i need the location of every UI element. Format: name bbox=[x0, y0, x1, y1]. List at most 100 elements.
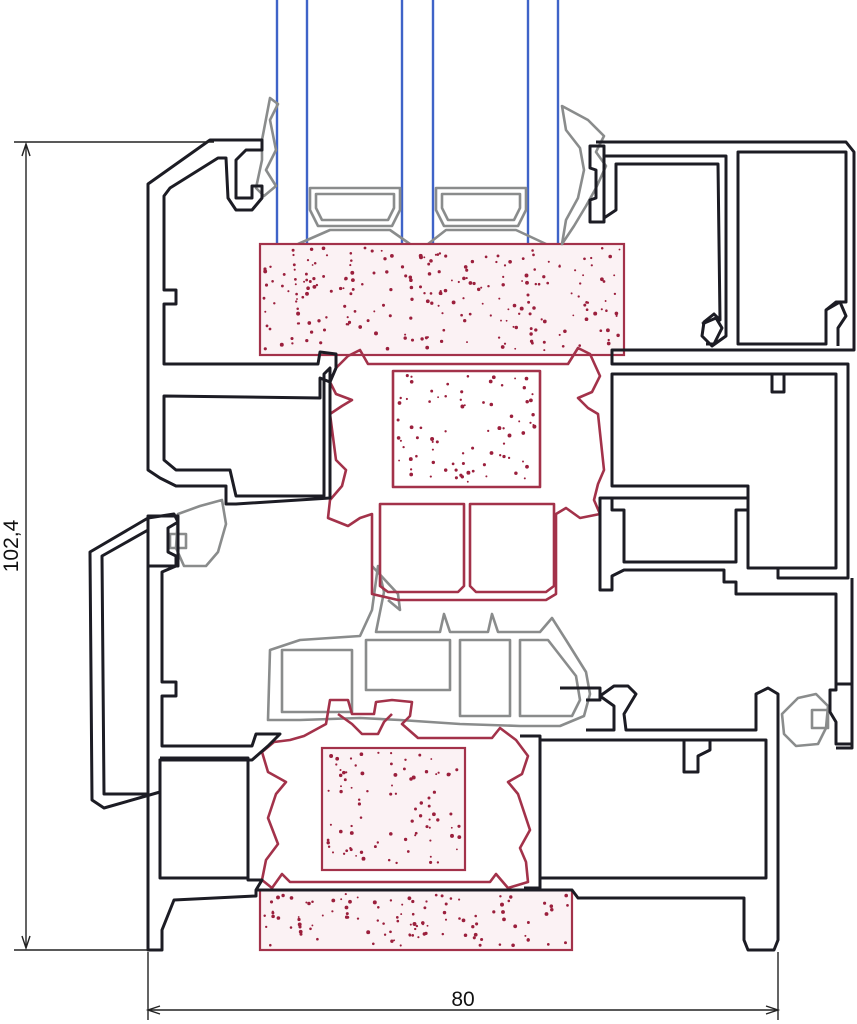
insulation-dot bbox=[343, 304, 347, 308]
insulation-dot bbox=[526, 921, 530, 924]
insulation-dot bbox=[505, 319, 508, 322]
insulation-dot bbox=[376, 841, 379, 844]
insulation-dot bbox=[454, 468, 458, 472]
insulation-dot bbox=[265, 925, 268, 929]
insulation-dot bbox=[287, 290, 290, 293]
inner-sash-profile bbox=[596, 140, 856, 580]
insulation-dot bbox=[294, 283, 297, 286]
glazing-unit bbox=[275, 0, 560, 244]
insulation-dot bbox=[357, 802, 361, 806]
insulation-dot bbox=[531, 393, 534, 396]
insulation-dot bbox=[389, 762, 393, 766]
insulation-dot bbox=[484, 255, 488, 259]
insulation-dot bbox=[439, 290, 442, 293]
insulation-dot bbox=[342, 287, 345, 290]
insulation-dot bbox=[463, 404, 466, 407]
insulation-dot bbox=[429, 259, 433, 263]
insulation-dot bbox=[437, 270, 441, 274]
insulation-dot bbox=[304, 272, 308, 276]
insulation-dot bbox=[446, 382, 450, 386]
insulation-dot bbox=[294, 278, 297, 281]
insulation-dot bbox=[423, 292, 426, 295]
insulation-dot bbox=[531, 413, 535, 417]
frame-right-middle bbox=[598, 496, 854, 746]
insulation-dot bbox=[410, 819, 414, 823]
height-dimension-label: 102,4 bbox=[0, 519, 23, 572]
insulation-dot bbox=[389, 899, 393, 902]
insulation-dot bbox=[463, 265, 468, 269]
insulation-dot bbox=[388, 314, 392, 318]
insulation-dot bbox=[449, 897, 453, 900]
insulation-dot bbox=[590, 264, 593, 267]
insulation-dot bbox=[503, 342, 507, 345]
insulation-dot bbox=[344, 905, 349, 910]
insulation-dot bbox=[546, 943, 550, 946]
insulation-dot bbox=[354, 764, 357, 767]
insulation-dot bbox=[356, 917, 360, 920]
insulation-dot bbox=[403, 336, 407, 340]
insulation-dot bbox=[312, 284, 317, 289]
insulation-dot bbox=[279, 342, 284, 347]
insulation-dot bbox=[411, 912, 415, 916]
insulation-dot bbox=[414, 831, 418, 835]
insulation-dot bbox=[618, 248, 621, 251]
insulation-dot bbox=[339, 829, 343, 834]
insulation-dot bbox=[439, 339, 444, 344]
insulation-dots-sash bbox=[396, 374, 537, 483]
inner-sash-chamber-2 bbox=[736, 150, 848, 346]
insulation-dot bbox=[309, 927, 312, 931]
insulation-dot bbox=[507, 899, 511, 903]
insulation-dot bbox=[430, 301, 434, 305]
insulation-dot bbox=[370, 249, 374, 253]
lower-sash-inner bbox=[100, 528, 150, 796]
center-gasket-outline bbox=[266, 564, 592, 728]
insulation-dot bbox=[271, 280, 274, 283]
insulation-dot bbox=[482, 463, 486, 467]
insulation-dot bbox=[411, 899, 415, 904]
insulation-dot bbox=[290, 336, 294, 341]
insulation-dot bbox=[465, 277, 468, 280]
insulation-dot bbox=[327, 789, 330, 792]
insulation-dot bbox=[335, 756, 340, 761]
insulation-dot bbox=[428, 818, 431, 821]
insulation-dot bbox=[590, 256, 593, 260]
insulation-dot bbox=[366, 789, 369, 793]
insulation-dot bbox=[305, 338, 309, 343]
insulation-dot bbox=[419, 285, 422, 289]
thermal-sash-chamber-left bbox=[378, 502, 466, 594]
insulation-dot bbox=[585, 308, 589, 312]
insulation-dot bbox=[385, 270, 389, 274]
height-dimension bbox=[14, 141, 214, 951]
insulation-dot bbox=[546, 281, 550, 285]
insulation-dot bbox=[377, 906, 380, 909]
insulation-dot bbox=[508, 259, 512, 264]
insulation-dot bbox=[421, 923, 425, 926]
insulation-dot bbox=[558, 265, 561, 268]
insulation-dot bbox=[502, 442, 506, 445]
insulation-dot bbox=[450, 279, 453, 282]
insulation-dot bbox=[488, 379, 493, 384]
insulation-dot bbox=[297, 916, 300, 918]
insulation-dot bbox=[327, 845, 331, 849]
spacer-right-inner bbox=[440, 192, 522, 222]
insulation-dot bbox=[345, 849, 349, 853]
insulation-dot bbox=[502, 275, 505, 278]
insulation-dot bbox=[429, 839, 432, 842]
insulation-dot bbox=[404, 333, 407, 336]
insulation-dot bbox=[544, 912, 549, 916]
insulation-dot bbox=[501, 910, 505, 914]
insulation-dot bbox=[441, 932, 445, 936]
insulation-dot bbox=[312, 276, 316, 281]
insulation-dot bbox=[406, 850, 410, 853]
lower-frame-tab bbox=[836, 682, 854, 750]
insulation-dot bbox=[531, 249, 534, 252]
spacer-right bbox=[434, 186, 528, 228]
insulation-dot bbox=[408, 275, 413, 280]
lower-frame-lip bbox=[520, 734, 542, 890]
insulation-dot bbox=[459, 473, 463, 477]
insulation-dot bbox=[451, 462, 455, 466]
insulation-dot bbox=[454, 476, 458, 480]
gasket-outer-top bbox=[254, 96, 280, 198]
insulation-dot bbox=[420, 337, 424, 341]
insulation-dot bbox=[295, 292, 298, 296]
